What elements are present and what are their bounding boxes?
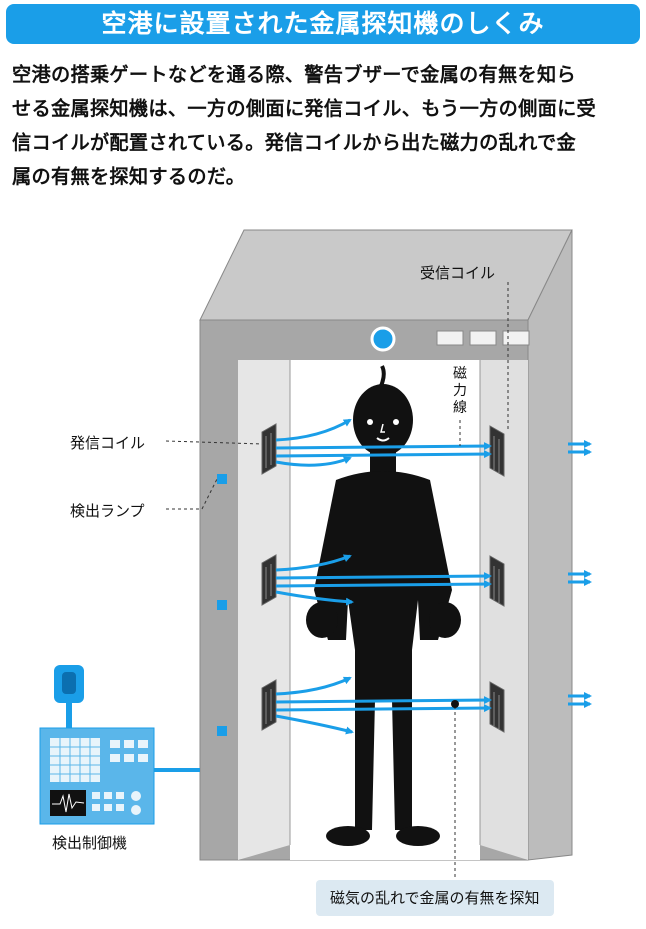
metal-detector-diagram [39, 229, 592, 880]
label-char: 力 [453, 383, 467, 399]
detect-lamp-icon [217, 474, 227, 484]
label-controller: 検出制御機 [52, 834, 128, 852]
intro-line: 信コイルが配置されている。発信コイルから出た磁力の乱れで金 [12, 131, 576, 154]
disturbance-point [451, 700, 459, 708]
coil-ridges [265, 433, 500, 729]
title-bar: 空港に設置された金属探知機のしくみ [6, 4, 640, 44]
detect-lamp-icon [217, 726, 227, 736]
display-panel [436, 330, 530, 346]
leader-lines [165, 282, 509, 880]
intro-paragraph: 空港の搭乗ゲートなどを通る際、警告ブザーで金属の有無を知ら せる金属探知機は、一… [12, 58, 638, 194]
caption-box: 磁気の乱れで金属の有無を探知 [316, 880, 554, 916]
label-receive-coil: 受信コイル [420, 264, 496, 282]
intro-line: 空港の搭乗ゲートなどを通る際、警告ブザーで金属の有無を知ら [12, 63, 576, 86]
status-light-icon [370, 326, 396, 352]
page-title: 空港に設置された金属探知機のしくみ [101, 9, 545, 38]
label-char: 線 [453, 400, 467, 416]
controller-device [39, 665, 200, 825]
label-magnetic-lines: 磁 力 線 [452, 366, 468, 417]
detect-lamp-icon [217, 600, 227, 610]
intro-line: せる金属探知機は、一方の側面に発信コイル、もう一方の側面に受 [12, 97, 597, 120]
label-transmit-coil: 発信コイル [70, 434, 146, 452]
label-detect-lamp: 検出ランプ [70, 502, 145, 520]
face-icon [367, 419, 399, 442]
label-char: 磁 [453, 366, 467, 382]
intro-line: 属の有無を探知するのだ。 [12, 165, 246, 188]
